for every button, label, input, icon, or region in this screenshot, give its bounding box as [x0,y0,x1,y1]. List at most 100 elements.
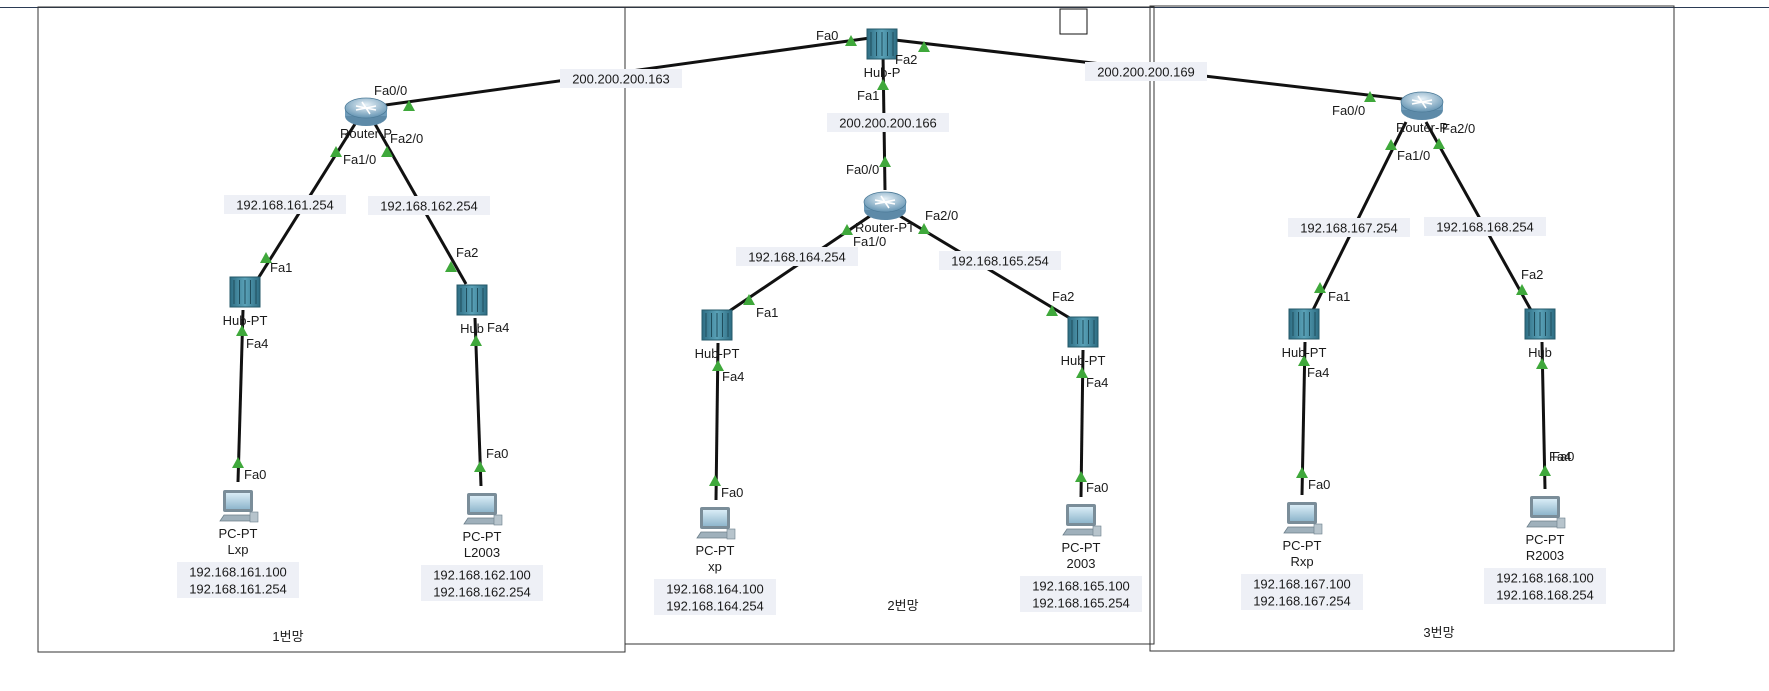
router-type-label: Router-P [340,126,392,141]
port-status-a-link-r2-hub7 [1385,139,1397,150]
link-ip-link-hub1-r1: 200.200.200.166 [839,116,937,131]
port-label-a-link-hub6-l2003: Fa4 [487,320,509,335]
area-label-1: 1번망 [272,629,303,644]
link-ip-link-r1-hub3: 192.168.165.254 [951,254,1049,269]
pc-gateway-label: 192.168.164.254 [666,599,764,614]
router-router0[interactable] [344,97,388,126]
port-label-b-link-hub1-r2: Fa0/0 [1332,103,1365,118]
link-ip-link-r0-hub6: 192.168.162.254 [380,199,478,214]
port-label-b-link-hub2-xp: Fa0 [721,485,743,500]
port-label-b-link-hub7-rxp: Fa0 [1308,477,1330,492]
link-ip-link-hub1-r2: 200.200.200.169 [1097,65,1195,80]
pc-pc-lxp[interactable] [219,490,259,523]
pc-name-label: L2003 [464,545,500,560]
cable-link-r2-hub7[interactable] [1310,121,1408,313]
hub-type-label: Hub [1528,345,1552,360]
pc-name-label: Rxp [1290,554,1313,569]
hub-hub7[interactable] [1288,308,1320,340]
pc-pc-r2003[interactable] [1526,496,1566,529]
port-label-a-link-hub1-r1: Fa1 [857,88,879,103]
hub-hub6[interactable] [456,284,488,316]
port-label-a-link-r2-hub4: Fa2/0 [1442,121,1475,136]
port-label-a-link-r0-hub6: Fa2/0 [390,131,423,146]
hub-hub5[interactable] [229,276,261,308]
pc-pc-xp[interactable] [696,507,736,540]
port-label-a-link-r1-hub2: Fa1/0 [853,234,886,249]
area-frame-3[interactable] [1149,5,1675,652]
pc-type-label: PC-PT [463,529,502,544]
pc-gateway-label: 192.168.167.254 [1253,594,1351,609]
pc-type-label: PC-PT [1283,538,1322,553]
port-status-b-link-r0-hub1 [845,35,857,46]
pc-name-label: Lxp [228,542,249,557]
port-status-a-link-r0-hub6 [381,146,393,157]
hub-hub3[interactable] [1067,316,1099,348]
hub-type-label: Hub-P [864,65,901,80]
port-status-b-link-hub7-rxp [1296,467,1308,478]
cable-link-hub5-lxp[interactable] [236,309,245,483]
link-ip-link-r2-hub4: 192.168.168.254 [1436,220,1534,235]
port-status-a-link-hub1-r2 [918,41,930,52]
port-label-b-link-r0-hub1: Fa0 [816,28,838,43]
pc-pc-rxp[interactable] [1283,502,1323,535]
port-status-a-link-hub5-lxp [236,325,248,336]
pc-ip-label: 192.168.161.100 [189,565,287,580]
pc-gateway-label: 192.168.168.254 [1496,588,1594,603]
pc-type-label: PC-PT [219,526,258,541]
pc-pc-2003[interactable] [1062,504,1102,537]
area-frame-2[interactable] [624,6,1155,645]
pc-ip-label: 192.168.168.100 [1496,571,1594,586]
port-status-a-link-r1-hub3 [918,223,930,234]
port-label-b-link-r0-hub6: Fa2 [456,245,478,260]
area-label-3: 3번망 [1423,625,1454,640]
port-status-b-link-r1-hub2 [743,294,755,305]
port-label-b-link-hub6-l2003: Fa0 [486,446,508,461]
pc-name-label: R2003 [1526,548,1564,563]
port-status-a-link-r1-hub2 [841,224,853,235]
port-label-a-link-hub2-xp: Fa4 [722,369,744,384]
port-label-b-link-hub5-lxp: Fa0 [244,467,266,482]
port-status-a-link-hub6-l2003 [470,335,482,346]
port-status-b-link-hub2-xp [709,475,721,486]
link-ip-link-r1-hub2: 192.168.164.254 [748,250,846,265]
port-label-b-link-hub4-r2003: Fa0 [1552,449,1574,464]
pc-ip-label: 192.168.164.100 [666,582,764,597]
hub-hub2[interactable] [701,309,733,341]
port-status-a-link-hub2-xp [712,360,724,371]
port-status-b-link-hub6-l2003 [474,461,486,472]
port-status-b-link-r0-hub6 [445,261,457,272]
port-status-a-link-r2-hub4 [1433,138,1445,149]
area-frame-1[interactable] [37,6,626,653]
port-label-a-link-hub1-r2: Fa2 [895,52,917,67]
port-label-b-link-r1-hub2: Fa1 [756,305,778,320]
hub-hub1[interactable] [866,28,898,60]
port-status-b-link-r1-hub3 [1046,305,1058,316]
port-label-a-link-r2-hub7: Fa1/0 [1397,148,1430,163]
pc-type-label: PC-PT [1062,540,1101,555]
selection-square[interactable] [1059,8,1088,35]
port-status-a-link-hub3-2003 [1076,367,1088,378]
link-ip-link-r0-hub1: 200.200.200.163 [572,72,670,87]
router-router1[interactable] [863,191,907,220]
link-ip-link-r2-hub7: 192.168.167.254 [1300,221,1398,236]
router-type-label: Router-P [1396,120,1448,135]
port-label-a-link-r1-hub3: Fa2/0 [925,208,958,223]
port-label-b-link-r0-hub5: Fa1 [270,260,292,275]
port-label-b-link-hub1-r1: Fa0/0 [846,162,879,177]
router-router2[interactable] [1400,91,1444,120]
pc-ip-label: 192.168.162.100 [433,568,531,583]
port-status-b-link-hub5-lxp [232,457,244,468]
port-status-a-link-hub7-rxp [1298,355,1310,366]
hub-type-label: Hub-PT [1061,353,1106,368]
pc-type-label: PC-PT [1526,532,1565,547]
hub-type-label: Hub-PT [1282,345,1327,360]
port-status-a-link-hub1-r1 [877,79,889,90]
port-status-b-link-r0-hub5 [260,252,272,263]
port-label-b-link-hub3-2003: Fa0 [1086,480,1108,495]
port-label-a-link-hub3-2003: Fa4 [1086,375,1108,390]
pc-pc-l2003[interactable] [463,493,503,526]
port-status-a-link-r0-hub5 [330,146,342,157]
pc-type-label: PC-PT [696,543,735,558]
hub-hub4[interactable] [1524,308,1556,340]
